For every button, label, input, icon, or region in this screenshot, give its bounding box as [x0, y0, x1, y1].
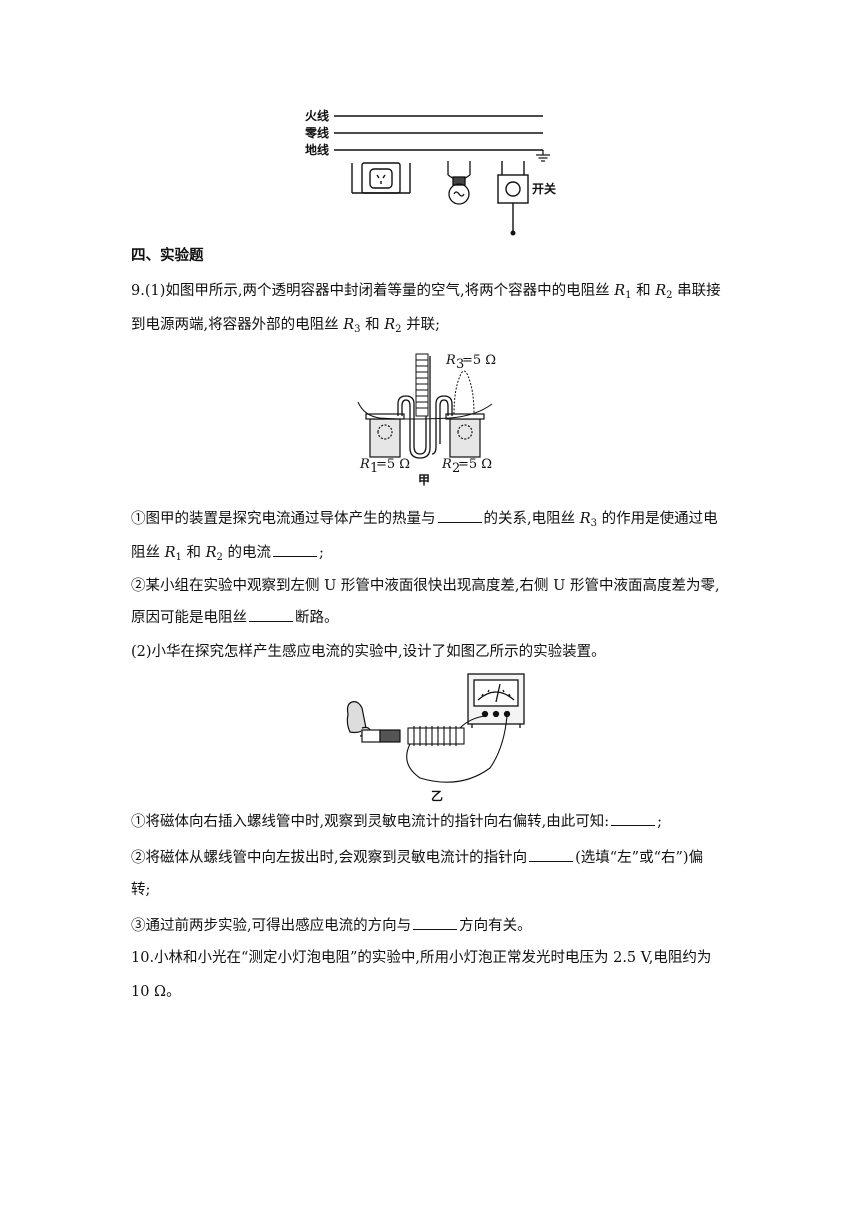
galvanometer-icon	[467, 673, 525, 728]
ground-wire-label: 地线	[305, 142, 329, 157]
u-tube-left	[397, 356, 431, 459]
var-sub: 3	[354, 324, 361, 335]
q9-text: 的关系,电阻丝	[483, 511, 580, 527]
figure-yi: 乙	[346, 673, 525, 803]
q9-sub1-line1: ①图甲的装置是探究电流通过导体产生的热量与 的关系,电阻丝 R3 的作用是使通过电	[131, 507, 739, 529]
q9-text: ;	[319, 545, 324, 561]
left-container	[365, 413, 405, 458]
r1-value: =5 Ω	[376, 457, 410, 472]
q9-text: 和	[360, 317, 385, 333]
q9-text: 串联接	[672, 283, 721, 299]
r3-subscript: 3	[456, 357, 464, 372]
r3-value: =5 Ω	[462, 353, 496, 368]
socket-icon	[351, 162, 411, 194]
q9-text: 9.(1)如图甲所示,两个透明容器中封闭着等量的空气,将两个容器中的电阻丝	[131, 283, 615, 299]
lamp-icon	[447, 161, 471, 205]
household-circuit-figure: 火线 零线 地线 开关	[304, 108, 556, 236]
external-wiring	[357, 370, 493, 420]
q9-t1: ①将磁体向右插入螺线管中时,观察到灵敏电流计的指针向右偏转,由此可知:;	[131, 810, 739, 832]
q10-line2: 10 Ω。	[131, 984, 181, 1000]
var-r: R	[384, 317, 396, 333]
live-wire-label: 火线	[305, 108, 329, 123]
q9-text: 原因可能是电阻丝	[131, 610, 247, 626]
answer-blank[interactable]	[529, 846, 574, 862]
q9-text: 到电源两端,将容器外部的电阻丝	[131, 317, 344, 333]
q10-line1: 10.小林和小光在“测定小灯泡电阻”的实验中,所用小灯泡正常发光时电压为 2.5…	[131, 950, 712, 966]
q9-t2-line1: ②将磁体从螺线管中向左拔出时,会观察到灵敏电流计的指针向 (选填“左”或“右”)偏	[131, 846, 739, 868]
var-r: R	[205, 545, 217, 561]
answer-blank[interactable]	[437, 507, 482, 523]
figure-jia: R 3 =5 Ω R 1 =5 Ω R 2 =5 Ω 甲	[357, 353, 496, 487]
r1-subscript: 1	[370, 461, 378, 476]
q9-text: 方向有关。	[459, 918, 532, 934]
q9-t3: ③通过前两步实验,可得出感应电流的方向与 方向有关。	[131, 914, 739, 936]
r2-subscript: 2	[452, 461, 460, 476]
q9-text: 的电流	[222, 545, 272, 561]
q9-text: ;	[657, 814, 662, 830]
var-sub: 2	[395, 324, 402, 335]
var-sub: 1	[625, 290, 632, 301]
q9-part1-line1: 9.(1)如图甲所示,两个透明容器中封闭着等量的空气,将两个容器中的电阻丝 R1…	[131, 281, 739, 301]
q9-text: 和	[631, 283, 656, 299]
var-sub: 3	[590, 518, 598, 529]
q9-text: 的作用是使通过电	[597, 511, 718, 527]
q9-text: ①将磁体向右插入螺线管中时,观察到灵敏电流计的指针向右偏转,由此可知:	[131, 814, 610, 830]
section-heading: 四、实验题	[131, 248, 204, 264]
var-r: R	[655, 283, 667, 299]
q9-part1-line2: 到电源两端,将容器外部的电阻丝 R3 和 R2 并联;	[131, 315, 739, 335]
q9-text: 和	[181, 545, 206, 561]
var-r: R	[614, 283, 626, 299]
u-tube-right	[431, 395, 453, 455]
answer-blank[interactable]	[273, 541, 318, 557]
magnet-icon	[361, 729, 401, 743]
switch-label: 开关	[532, 181, 556, 196]
answer-blank[interactable]	[249, 606, 293, 622]
scale-ruler	[415, 353, 429, 417]
q9-text: ②将磁体从螺线管中向左拔出时,会观察到灵敏电流计的指针向	[131, 850, 528, 866]
var-sub: 2	[666, 290, 673, 301]
q9-text: (选填“左”或“右”)偏	[575, 850, 704, 866]
ground-symbol-icon	[536, 150, 550, 162]
var-r: R	[343, 317, 355, 333]
answer-blank[interactable]	[611, 810, 656, 826]
r1-symbol: R	[359, 457, 370, 472]
q9-sub2-line2: 原因可能是电阻丝 断路。	[131, 606, 739, 628]
var-sub: 1	[175, 552, 182, 563]
switch-icon	[497, 161, 529, 236]
q9-text: 并联;	[401, 317, 441, 333]
neutral-wire-label: 零线	[304, 125, 329, 140]
yi-wires	[406, 715, 508, 783]
q9-part2: (2)小华在探究怎样产生感应电流的实验中,设计了如图乙所示的实验装置。	[131, 644, 606, 660]
var-r: R	[579, 511, 591, 527]
q9-t2-line2: 转;	[131, 882, 151, 898]
var-r: R	[164, 545, 176, 561]
var-sub: 2	[216, 552, 223, 563]
q9-sub2-line1: ②某小组在实验中观察到左侧 U 形管中液面很快出现高度差,右侧 U 形管中液面高…	[131, 578, 720, 594]
q9-sub1-line2: 阻丝 R1 和 R2 的电流;	[131, 541, 739, 563]
q9-text: 断路。	[295, 610, 339, 626]
q9-text: ③通过前两步实验,可得出感应电流的方向与	[131, 918, 412, 934]
answer-blank[interactable]	[413, 914, 458, 930]
right-container	[445, 413, 485, 458]
q9-text: ①图甲的装置是探究电流通过导体产生的热量与	[131, 511, 436, 527]
figure-jia-caption: 甲	[418, 473, 430, 487]
figure-yi-caption: 乙	[431, 789, 443, 803]
r2-value: =5 Ω	[458, 457, 492, 472]
r2-symbol: R	[441, 457, 452, 472]
r3-symbol: R	[445, 353, 456, 368]
q9-text: 阻丝	[131, 545, 165, 561]
solenoid-icon	[407, 726, 465, 746]
